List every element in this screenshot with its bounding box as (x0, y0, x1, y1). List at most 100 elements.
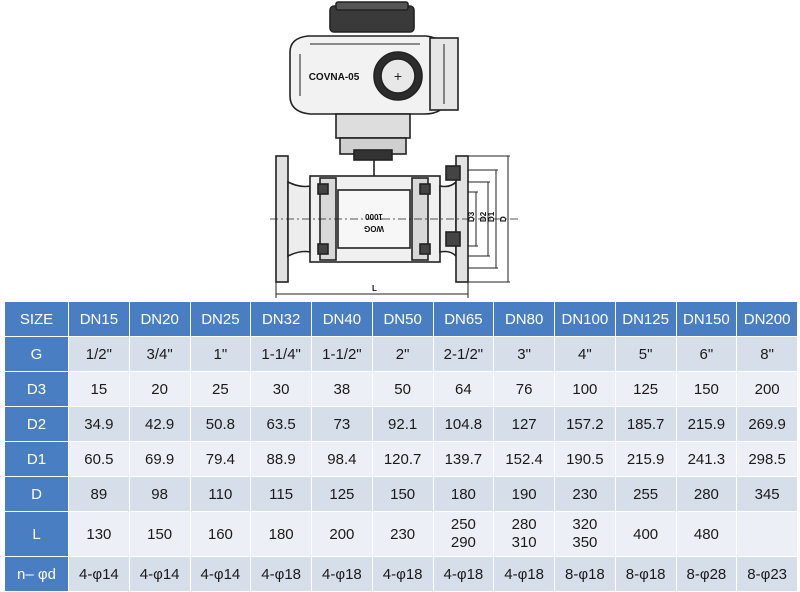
table-cell: 104.8 (432, 406, 495, 442)
table-cell: 1-1/4" (250, 336, 312, 372)
table-cell: 3" (493, 336, 555, 372)
body-marking-1: 1000 (365, 212, 383, 221)
table-cell: 98.4 (311, 441, 373, 477)
table-cell: 73 (311, 406, 373, 442)
table-cell: 79.4 (189, 441, 252, 477)
table-cell: 20 (128, 371, 191, 407)
table-cell: 269.9 (736, 406, 798, 442)
column-header: DN65 (432, 301, 495, 337)
table-cell: 100 (554, 371, 616, 407)
table-cell: 215.9 (675, 406, 738, 442)
table-cell: 320 350 (554, 511, 616, 557)
table-cell: 4-φ14 (128, 556, 191, 592)
table-cell: 110 (189, 476, 252, 512)
table-cell: 60.5 (68, 441, 130, 477)
row-header: n– φd (4, 556, 69, 592)
table-cell: 115 (250, 476, 312, 512)
column-header: DN100 (554, 301, 616, 337)
table-cell: 130 (68, 511, 130, 557)
row-header: D (4, 476, 69, 512)
table-cell: 15 (68, 371, 130, 407)
table-cell: 200 (736, 371, 798, 407)
table-cell: 255 (614, 476, 677, 512)
table-cell: 127 (493, 406, 555, 442)
table-cell: 4-φ14 (68, 556, 130, 592)
column-header: DN25 (189, 301, 252, 337)
dim-d1-label: D1 (487, 211, 496, 222)
table-cell: 230 (371, 511, 434, 557)
table-cell: 150 (128, 511, 191, 557)
row-header: L (4, 511, 69, 557)
table-cell: 280 310 (493, 511, 555, 557)
table-cell: 2-1/2" (432, 336, 495, 372)
column-header: DN80 (493, 301, 555, 337)
table-cell: 8-φ28 (675, 556, 738, 592)
table-cell: 150 (371, 476, 434, 512)
dimension-table: SIZE DN15 DN20 DN25 DN32 DN40 DN50 DN65 … (4, 301, 798, 592)
table-cell: 280 (675, 476, 738, 512)
table-cell: 8-φ18 (554, 556, 616, 592)
table-cell: 4-φ18 (311, 556, 373, 592)
table-cell: 8" (736, 336, 798, 372)
table-cell: 125 (614, 371, 677, 407)
table-cell: 1/2" (68, 336, 130, 372)
table-cell: 98 (128, 476, 191, 512)
table-cell: 1-1/2" (311, 336, 373, 372)
row-header: G (4, 336, 69, 372)
table-cell: 200 (311, 511, 373, 557)
dim-d3-label: D3 (467, 211, 476, 222)
column-header: DN50 (371, 301, 434, 337)
svg-text:+: + (394, 68, 402, 84)
table-cell: 5" (614, 336, 677, 372)
table-cell: 160 (189, 511, 252, 557)
table-cell: 38 (311, 371, 373, 407)
table-cell: 4-φ18 (371, 556, 434, 592)
table-cell: 241.3 (675, 441, 738, 477)
table-cell: 152.4 (493, 441, 555, 477)
table-cell: 88.9 (250, 441, 312, 477)
table-cell: 298.5 (736, 441, 798, 477)
column-header: SIZE (4, 301, 69, 337)
valve-drawing: + (270, 1, 520, 298)
table-cell: 180 (432, 476, 495, 512)
table-cell: 89 (68, 476, 130, 512)
table-cell: 30 (250, 371, 312, 407)
column-header: DN15 (68, 301, 130, 337)
column-header: DN20 (128, 301, 191, 337)
table-cell: 4-φ18 (493, 556, 555, 592)
table-cell: 157.2 (554, 406, 616, 442)
table-cell: 215.9 (614, 441, 677, 477)
body-marking-2: WOG (364, 224, 384, 233)
table-cell: 50 (371, 371, 434, 407)
column-header: DN200 (736, 301, 798, 337)
column-header: DN32 (250, 301, 312, 337)
table-cell: 92.1 (371, 406, 434, 442)
table-cell: 4-φ18 (432, 556, 495, 592)
table-cell: 480 (675, 511, 738, 557)
table-cell: 1" (189, 336, 252, 372)
table-cell: 8-φ18 (614, 556, 677, 592)
table-cell: 4-φ14 (189, 556, 252, 592)
table-cell: 190.5 (554, 441, 616, 477)
table-cell: 34.9 (68, 406, 130, 442)
table-cell: 2" (371, 336, 434, 372)
table-cell: 8-φ23 (736, 556, 798, 592)
table-cell: 63.5 (250, 406, 312, 442)
table-cell: 150 (675, 371, 738, 407)
table-cell: 125 (311, 476, 373, 512)
table-cell: 4-φ18 (250, 556, 312, 592)
row-header: D2 (4, 406, 69, 442)
dim-d-label: D (499, 216, 508, 222)
table-cell: 120.7 (371, 441, 434, 477)
table-cell: 42.9 (128, 406, 191, 442)
column-header: DN150 (675, 301, 738, 337)
dim-d2-label: D2 (479, 211, 488, 222)
